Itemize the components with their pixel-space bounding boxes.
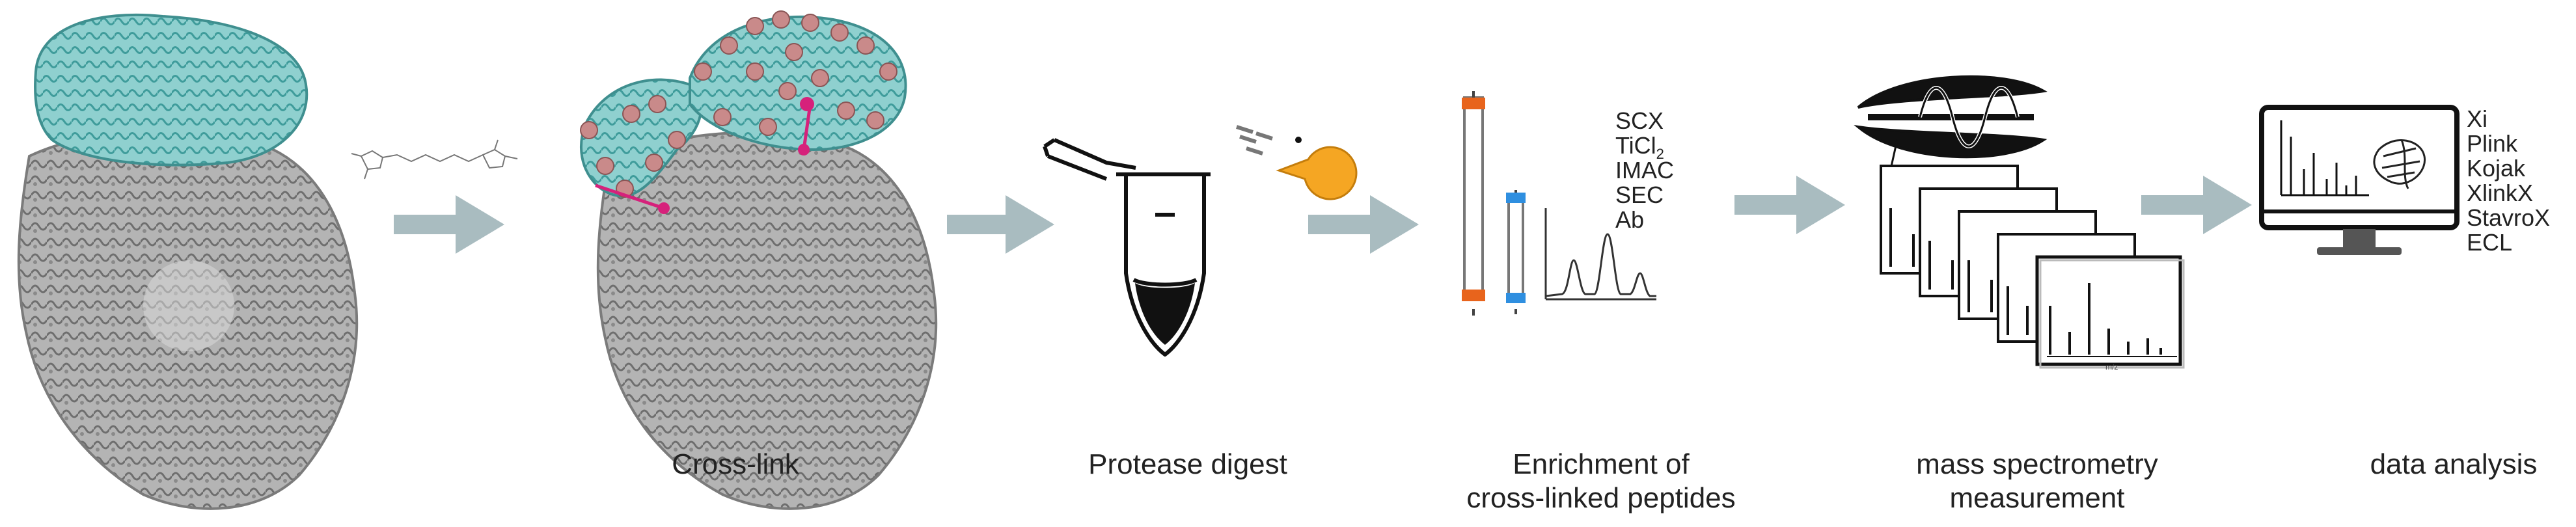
protease-enzyme bbox=[1236, 125, 1358, 200]
software-xi: Xi bbox=[2467, 105, 2487, 132]
method-imac: IMAC bbox=[1615, 157, 1674, 183]
protein-complex-native bbox=[17, 13, 359, 510]
software-xlinkx: XlinkX bbox=[2467, 180, 2533, 206]
software-ecl: ECL bbox=[2467, 229, 2512, 256]
process-arrow-2 bbox=[947, 195, 1054, 254]
process-arrow-1 bbox=[394, 195, 504, 254]
method-scx: SCX bbox=[1615, 107, 1664, 134]
reaction-tube bbox=[1043, 138, 1211, 357]
chromatography-column-large bbox=[1462, 91, 1485, 316]
step-label-ms-line2: measurement bbox=[1949, 482, 2124, 514]
process-arrow-5 bbox=[2141, 176, 2252, 234]
ms-spectra-stack: m/z bbox=[1880, 165, 2185, 372]
method-ticl: TiCl2 bbox=[1615, 132, 1664, 162]
software-stavrox: StavroX bbox=[2467, 204, 2550, 231]
protein-complex-crosslinked bbox=[579, 10, 938, 510]
crosslink-beads bbox=[580, 10, 897, 198]
software-plink: Plink bbox=[2467, 130, 2518, 157]
chromatogram bbox=[1544, 208, 1656, 301]
crosslinker-molecule bbox=[351, 139, 518, 180]
spectrum-axis-label: m/z bbox=[2105, 362, 2118, 372]
step-label-data-analysis: data analysis bbox=[2370, 448, 2538, 480]
step-label-enrichment-line1: Enrichment of bbox=[1513, 448, 1690, 480]
method-sec: SEC bbox=[1615, 182, 1664, 208]
orbitrap-icon bbox=[1854, 75, 2048, 170]
step-label-ms-line1: mass spectrometry bbox=[1916, 448, 2158, 480]
process-arrow-4 bbox=[1734, 176, 1845, 234]
crosslink-lines bbox=[595, 103, 812, 210]
method-ab: Ab bbox=[1615, 206, 1644, 233]
step-label-crosslink: Cross-link bbox=[672, 448, 800, 480]
process-arrow-3 bbox=[1308, 195, 1419, 254]
chromatography-column-small bbox=[1506, 190, 1526, 314]
step-label-protease-digest: Protease digest bbox=[1088, 448, 1287, 480]
software-kojak: Kojak bbox=[2467, 155, 2526, 182]
computer-monitor-icon bbox=[2259, 105, 2460, 255]
step-label-enrichment-line2: cross-linked peptides bbox=[1466, 482, 1735, 514]
